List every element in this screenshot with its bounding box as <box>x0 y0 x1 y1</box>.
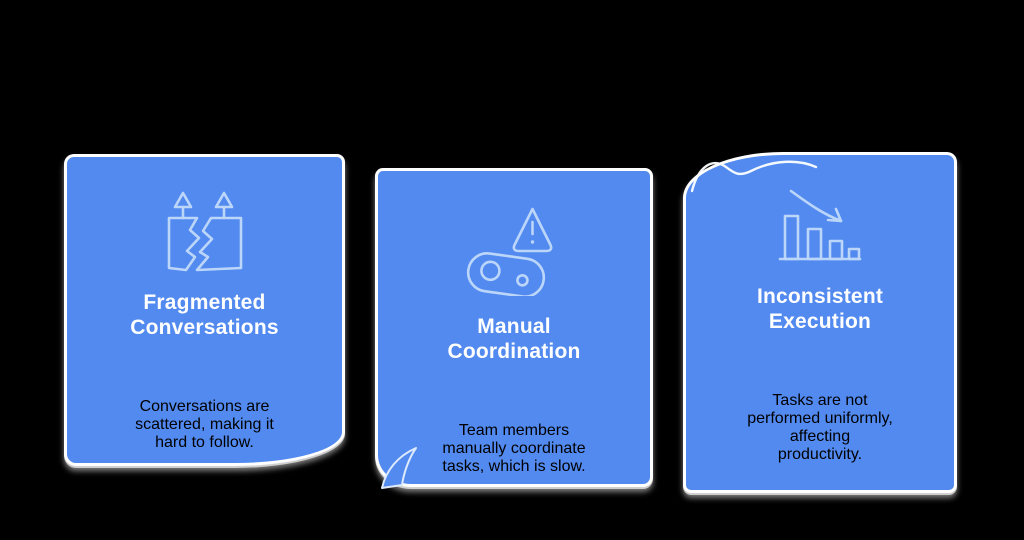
card-manual-coordination: Manual Coordination Team members manuall… <box>375 168 653 489</box>
page-curl-corner <box>371 443 421 493</box>
broken-conversation-icon <box>160 188 250 272</box>
card-fragmented-conversations: Fragmented Conversations Conversations a… <box>64 154 345 466</box>
card-title: Inconsistent Execution <box>757 284 883 334</box>
card-body-line: affecting <box>789 428 851 445</box>
card-title: Manual Coordination <box>447 314 580 364</box>
page-curl-line <box>688 151 820 197</box>
card-body-line: tasks, which is slow. <box>442 458 586 475</box>
card-body-line: Conversations are <box>139 398 270 415</box>
warning-chain-link-icon <box>462 202 566 296</box>
card-inconsistent-execution: Inconsistent Execution Tasks are not per… <box>683 152 957 493</box>
card-body-line: hard to follow. <box>155 434 254 451</box>
card-title-line: Conversations <box>130 316 279 339</box>
card-body-line: manually coordinate <box>442 440 586 457</box>
card-body-line: Tasks are not <box>772 392 868 409</box>
declining-bar-chart-icon <box>775 186 865 266</box>
card-body-line: Team members <box>458 422 570 439</box>
card-body-line: productivity. <box>777 446 863 463</box>
card-title-line: Fragmented <box>143 291 266 314</box>
card-title-line: Manual <box>477 315 551 338</box>
card-title-line: Inconsistent <box>756 285 884 308</box>
card-title-line: Coordination <box>447 340 581 363</box>
chain-link-icon <box>466 252 546 296</box>
cracked-box-right <box>195 216 242 272</box>
up-arrow-left <box>173 191 192 209</box>
up-arrow-right <box>214 191 233 209</box>
card-body-line: performed uniformly, <box>747 410 893 427</box>
card-title-line: Execution <box>768 310 872 333</box>
warning-triangle-icon <box>512 207 553 253</box>
card-body-line: scattered, making it <box>135 416 274 433</box>
card-title: Fragmented Conversations <box>130 290 278 340</box>
down-trend-arrow <box>789 189 843 223</box>
cracked-box-left <box>167 216 200 272</box>
